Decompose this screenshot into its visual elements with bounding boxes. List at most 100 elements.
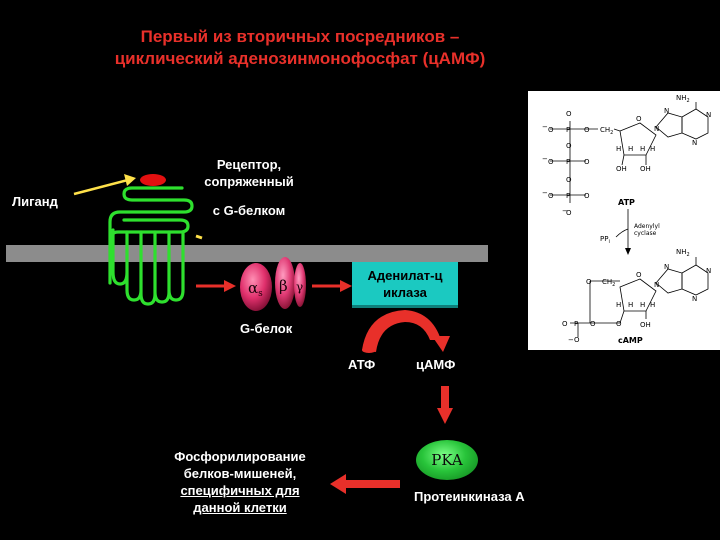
atp-o-1: O [566, 110, 572, 118]
receptor-tail [195, 234, 203, 240]
camp-minus: − [568, 336, 574, 344]
camp-h-4: H [650, 301, 655, 309]
atp-n-4: N [692, 139, 697, 147]
enzyme-label-2: cyclase [634, 230, 657, 237]
atp-h-1: H [616, 145, 621, 153]
atp-o-8: O [584, 126, 590, 134]
camp-ring-o: O [636, 271, 642, 279]
title-line-1: Первый из вторичных посредников – [140, 27, 460, 46]
g-gamma-subunit [294, 263, 306, 307]
atp-o-10: O [584, 192, 590, 200]
atp-structure: O P P P O O O O O O O O O − − − − CH2 O … [542, 94, 711, 217]
atp-ring-o: O [636, 115, 642, 123]
arrow-gprotein-to-ac-head [340, 280, 352, 292]
camp-n-2: N [664, 263, 669, 271]
atp-h-4: H [650, 145, 655, 153]
camp-o-5: O [616, 320, 622, 328]
adenylate-cyclase-line-2: иклаза [383, 285, 427, 300]
atp-h-2: H [628, 145, 633, 153]
arrow-receptor-to-gprotein-head [224, 280, 236, 292]
adenylate-cyclase-box: Аденилат-ц иклаза [352, 262, 458, 308]
camp-o-3: O [590, 320, 596, 328]
g-alpha-label: αs [248, 279, 263, 299]
arrow-camp-to-pka-shaft [441, 386, 449, 410]
atp-n-3: N [706, 111, 711, 119]
phospho-line-2: белков-мишеней, [183, 466, 297, 481]
atp-o-6: O [548, 158, 554, 166]
phospho-line-3: специфичных для [180, 483, 300, 498]
adenylate-cyclase-line-1: Аденилат-ц [367, 268, 443, 283]
title-line-2: циклический аденозинмонофосфат (цАМФ) [114, 49, 486, 68]
atp-minus-1: − [542, 123, 548, 131]
atp-o-3: O [566, 176, 572, 184]
ligand-pointer-arrow [73, 178, 129, 196]
receptor-loops [111, 228, 185, 306]
g-alpha-subunit [240, 263, 272, 311]
camp-oh: OH [640, 321, 651, 329]
chemistry-panel: O P P P O O O O O O O O O − − − − CH2 O … [528, 91, 720, 350]
atp-n-1: N [654, 125, 659, 133]
atp-name: ATP [618, 198, 635, 207]
atp-to-camp-curve [362, 310, 441, 352]
protein-kinase-label: Протеинкиназа А [414, 489, 525, 504]
atp-p-2: P [566, 158, 570, 166]
camp-nh2: NH2 [676, 248, 690, 258]
receptor-label-line-3: с G-белком [212, 203, 286, 218]
atp-oh-2: OH [640, 165, 651, 173]
reaction-arrow: PPi Adenylyl cyclase [600, 209, 660, 255]
arrow-camp-to-pka-head [437, 408, 453, 424]
atp-nh2: NH2 [676, 94, 690, 104]
atp-to-camp-curve-head [432, 336, 450, 352]
atp-to-camp-curve-base [362, 347, 376, 353]
atp-minus-2: − [542, 155, 548, 163]
atp-n-2: N [664, 107, 669, 115]
atp-o-9: O [584, 158, 590, 166]
camp-ch2: CH2 [602, 278, 615, 288]
receptor-helix [108, 186, 194, 285]
phospho-line-4: данной клетки [193, 500, 287, 515]
camp-o-2: O [562, 320, 568, 328]
ppi-label: PPi [600, 235, 610, 245]
camp-structure: O CH2 P O O O − O H H H H O OH NH2 N N N… [562, 248, 711, 345]
receptor-label: Рецептор, сопряженный с G-белком [190, 156, 308, 219]
ligand-molecule [140, 174, 166, 186]
atp-oh-1: OH [616, 165, 627, 173]
camp-o-1: O [586, 278, 592, 286]
g-protein-label: G-белок [240, 321, 293, 336]
atp-o-2: O [566, 142, 572, 150]
atp-label: АТФ [348, 357, 376, 372]
camp-p: P [574, 320, 578, 328]
g-beta-label: β [279, 277, 288, 295]
atp-camp-structures: O P P P O O O O O O O O O − − − − CH2 O … [542, 94, 711, 345]
camp-h-3: H [640, 301, 645, 309]
camp-o-4: O [574, 336, 580, 344]
receptor-label-line-1: Рецептор, [216, 157, 282, 172]
camp-n-1: N [654, 281, 659, 289]
atp-o-5: O [548, 126, 554, 134]
phosphorylation-label: Фосфорилирование белков-мишеней, специфи… [150, 448, 330, 516]
atp-p-1: P [566, 126, 570, 134]
g-gamma-label: γ [296, 280, 303, 294]
pka-enzyme: PKA [416, 440, 478, 480]
atp-p-3: P [566, 192, 570, 200]
atp-minus-3: − [542, 189, 548, 197]
enzyme-label-1: Adenylyl [634, 223, 660, 230]
camp-h-1: H [616, 301, 621, 309]
atp-h-3: H [640, 145, 645, 153]
atp-ch2: CH2 [600, 126, 613, 136]
page-title: Первый из вторичных посредников – циклич… [20, 26, 580, 70]
receptor-label-line-2: сопряженный [204, 174, 294, 189]
camp-name: cAMP [618, 336, 643, 345]
ligand-label: Лиганд [12, 194, 58, 209]
camp-n-3: N [706, 267, 711, 275]
g-beta-subunit [275, 257, 295, 309]
atp-o-7: O [548, 192, 554, 200]
atp-minus-4: − [562, 207, 568, 215]
phospho-line-1: Фосфорилирование [174, 449, 306, 464]
camp-n-4: N [692, 295, 697, 303]
atp-o-4: O [566, 209, 572, 217]
ligand-pointer-arrowhead [124, 174, 136, 186]
camp-h-2: H [628, 301, 633, 309]
arrow-pka-to-phospho-shaft [344, 480, 400, 488]
